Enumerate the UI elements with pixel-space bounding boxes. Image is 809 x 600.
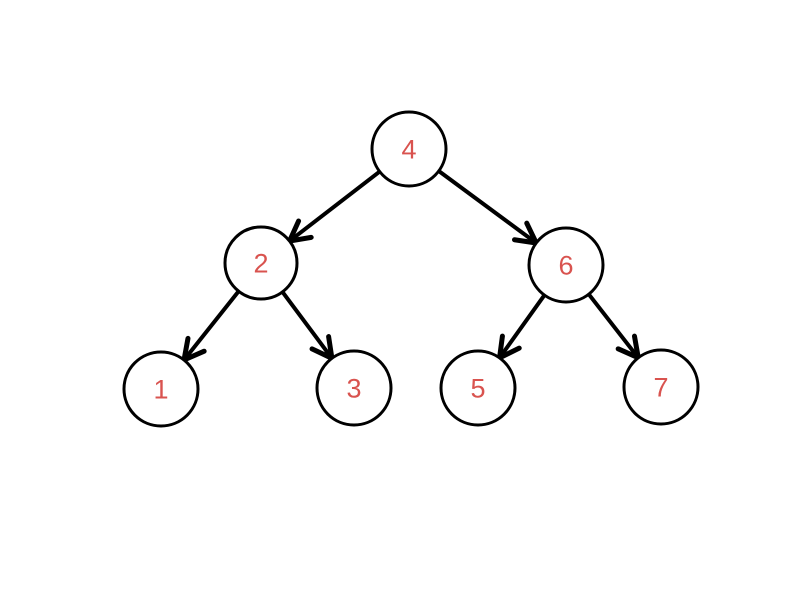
edge-line — [586, 292, 641, 360]
arrowhead-icon — [287, 234, 314, 244]
edge-4-to-6 — [436, 168, 539, 246]
arrowhead-icon — [631, 333, 641, 361]
edge-line — [287, 169, 382, 244]
tree-node-7: 7 — [622, 348, 700, 426]
node-circle — [223, 225, 299, 301]
edge-6-to-7 — [586, 292, 641, 361]
node-label: 7 — [653, 372, 668, 402]
arrowhead-icon — [309, 346, 335, 361]
node-label: 3 — [346, 373, 361, 403]
tree-node-3: 3 — [315, 349, 393, 427]
edge-2-to-3 — [280, 289, 335, 361]
edge-6-to-5 — [497, 293, 547, 361]
tree-node-6: 6 — [527, 226, 605, 304]
arrowhead-icon — [287, 218, 302, 244]
edge-line — [497, 293, 547, 360]
node-circle — [622, 348, 700, 426]
node-label: 1 — [153, 374, 168, 404]
arrowhead-icon — [181, 335, 191, 363]
edge-4-to-2 — [287, 169, 382, 244]
arrowhead-icon — [326, 334, 335, 361]
arrowhead-icon — [497, 333, 505, 361]
tree-node-1: 1 — [122, 350, 200, 428]
node-label: 5 — [470, 373, 485, 403]
edge-line — [182, 289, 241, 363]
node-circle — [370, 110, 448, 188]
node-circle — [527, 226, 605, 304]
arrowhead-icon — [524, 220, 539, 246]
arrowhead-icon — [615, 346, 641, 361]
node-label: 2 — [253, 248, 268, 278]
edge-2-to-1 — [181, 289, 241, 363]
tree-node-4: 4 — [370, 110, 448, 188]
arrowhead-icon — [497, 345, 522, 361]
edge-line — [280, 289, 334, 361]
node-circle — [439, 349, 517, 427]
edge-line — [436, 168, 539, 246]
tree-node-5: 5 — [439, 349, 517, 427]
arrowhead-icon — [181, 348, 207, 363]
node-circle — [122, 350, 200, 428]
tree-node-2: 2 — [223, 225, 299, 301]
arrowhead-icon — [511, 237, 539, 246]
node-circle — [315, 349, 393, 427]
node-label: 4 — [401, 134, 416, 164]
node-label: 6 — [558, 250, 573, 280]
